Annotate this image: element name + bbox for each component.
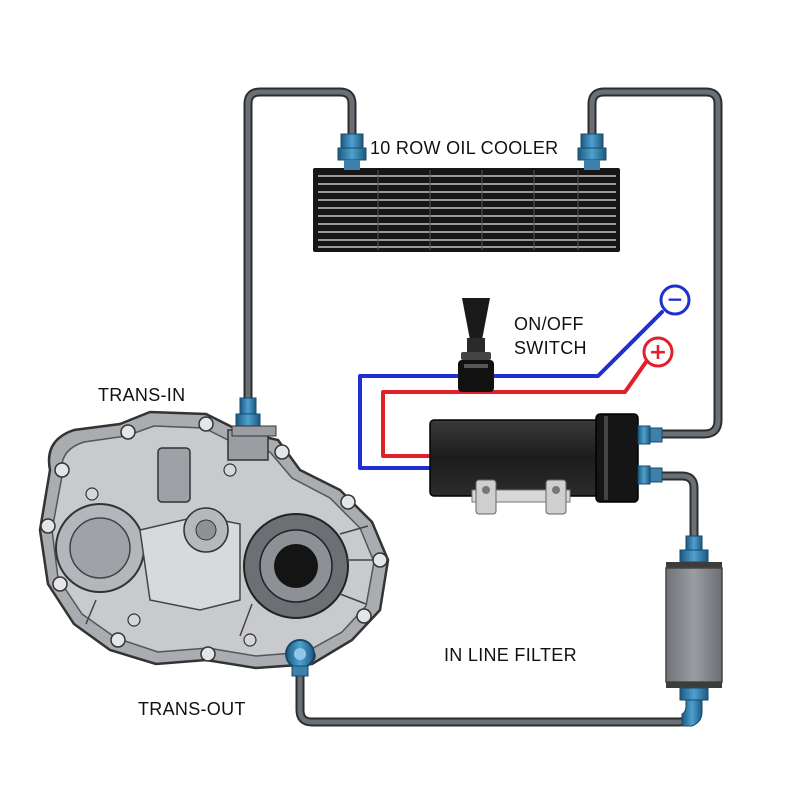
hose-pump-to-filter <box>655 471 699 545</box>
positive-terminal-icon: + <box>642 336 674 368</box>
trans-in-label: TRANS-IN <box>98 385 186 405</box>
electric-pump <box>429 413 639 515</box>
cooler-outlet-fitting <box>577 133 607 170</box>
negative-terminal-icon: − <box>659 284 691 316</box>
pump-inlet-fitting <box>637 465 663 485</box>
toggle-switch <box>458 298 494 392</box>
pump-outlet-fitting <box>637 425 663 445</box>
inline-filter-label: IN LINE FILTER <box>444 645 577 665</box>
switch-label: ON/OFF SWITCH <box>514 312 587 360</box>
oil-cooler-label: 10 ROW OIL COOLER <box>370 138 559 158</box>
oil-cooler <box>313 168 620 252</box>
trans-out-label: TRANS-OUT <box>138 699 246 719</box>
trans-out-fitting <box>285 639 315 677</box>
transfer-case <box>38 410 390 670</box>
cooler-fins <box>318 175 616 248</box>
svg-text:−: − <box>667 287 684 311</box>
negative-wire <box>358 310 664 470</box>
positive-wire <box>381 360 648 458</box>
switch-label-line2: SWITCH <box>514 338 587 358</box>
trans-in-fitting <box>231 397 277 437</box>
inline-filter <box>665 535 723 727</box>
cooler-inlet-fitting <box>337 133 367 170</box>
switch-label-line1: ON/OFF <box>514 314 584 334</box>
wiring <box>358 310 664 470</box>
svg-text:+: + <box>649 340 667 365</box>
hose-filter-to-trans-out <box>295 665 699 727</box>
hose-cooler-to-pump <box>587 87 723 439</box>
